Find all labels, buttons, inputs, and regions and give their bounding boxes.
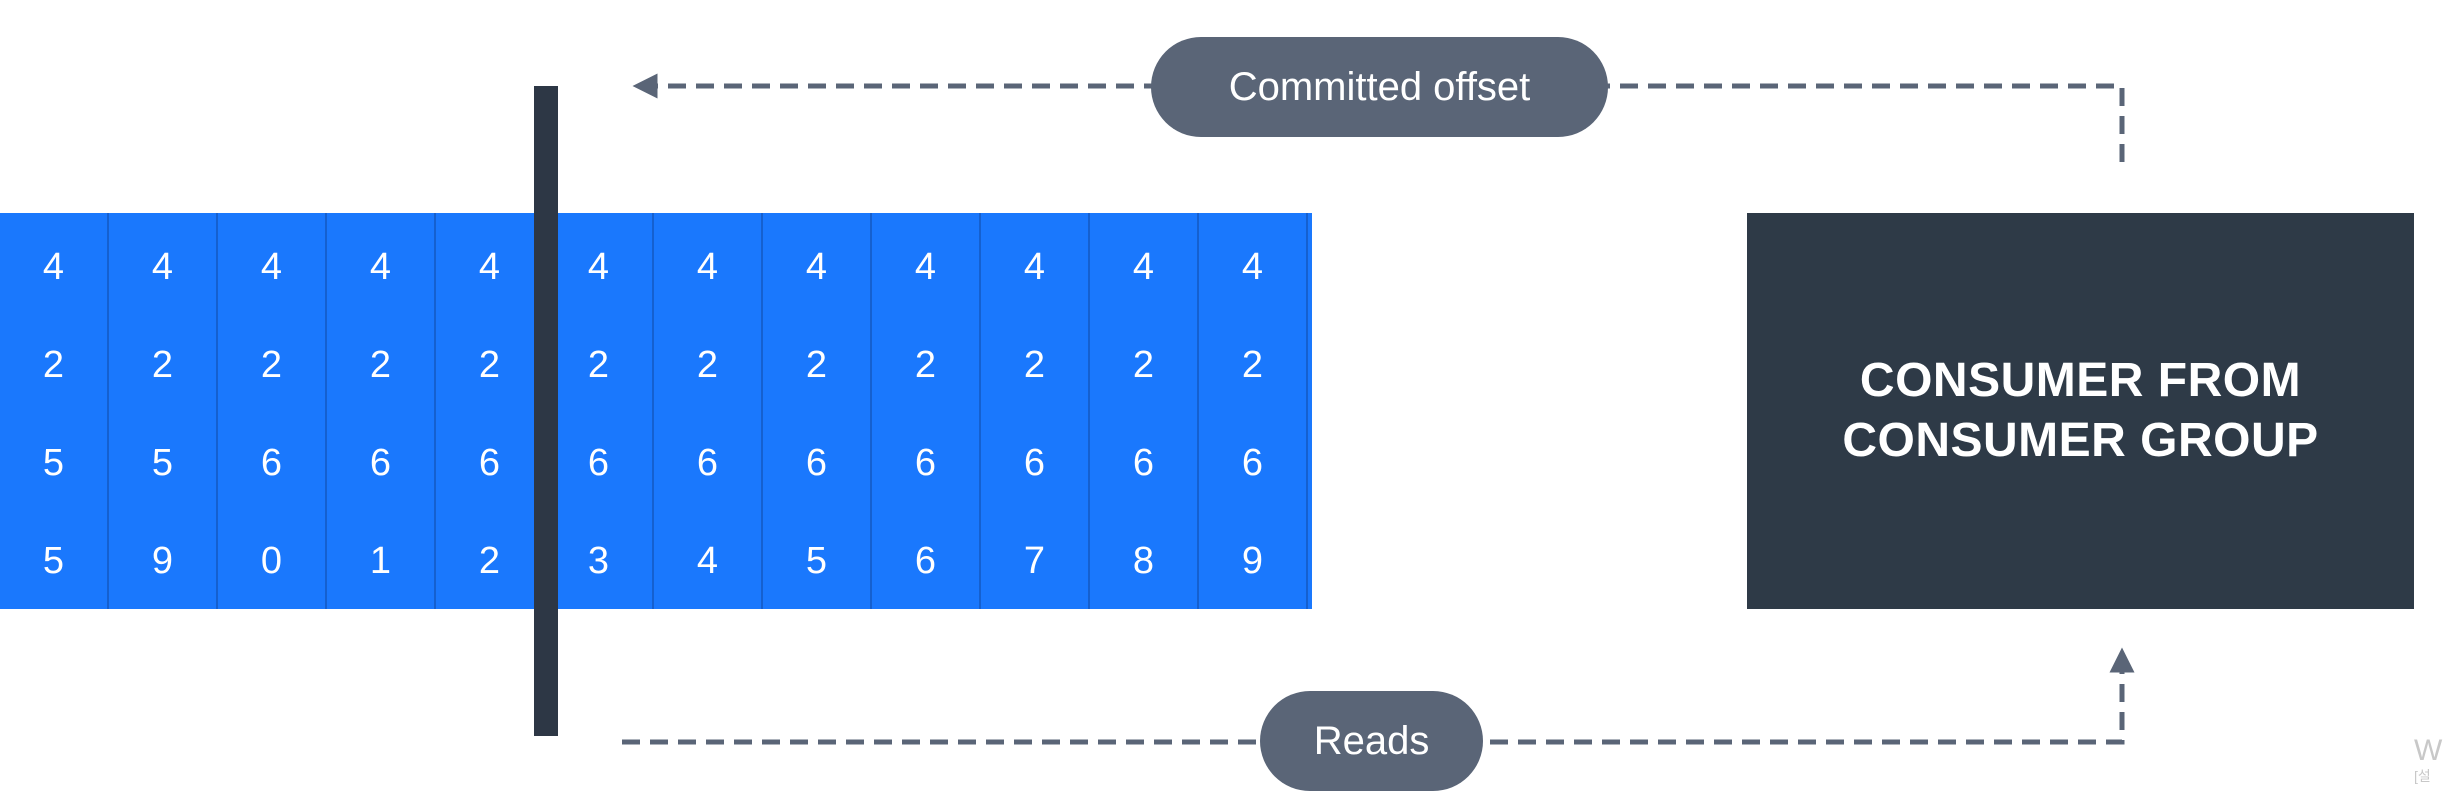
reads-label: Reads bbox=[1260, 691, 1483, 791]
offset-digit: 4 bbox=[1023, 246, 1046, 288]
offset-digit: 2 bbox=[587, 344, 610, 386]
offset-digit: 4 bbox=[805, 246, 828, 288]
offset-digit: 2 bbox=[42, 344, 65, 386]
offset-digit: 2 bbox=[696, 344, 719, 386]
offset-digit: 2 bbox=[151, 344, 174, 386]
offset-digit: 6 bbox=[914, 540, 937, 582]
offset-cell: 4 2 6 3 bbox=[545, 213, 654, 609]
partition-log: 4 2 5 5 4 2 5 9 4 2 6 0 4 2 6 1 4 2 6 2 4 2 6 3 4 2 6 4 4 2 6 5 4 2 6 6 4 2 6 7… bbox=[0, 213, 1312, 609]
offset-digit: 4 bbox=[478, 246, 501, 288]
offset-digit: 6 bbox=[1132, 442, 1155, 484]
offset-digit: 2 bbox=[369, 344, 392, 386]
offset-digit: 2 bbox=[478, 344, 501, 386]
watermark-sub: [설 bbox=[2414, 768, 2431, 784]
committed-offset-label: Committed offset bbox=[1151, 37, 1608, 137]
offset-digit: 5 bbox=[42, 540, 65, 582]
offset-digit: 9 bbox=[151, 540, 174, 582]
offset-digit: 4 bbox=[696, 246, 719, 288]
offset-cell: 4 2 6 7 bbox=[981, 213, 1090, 609]
offset-cell: 4 2 6 4 bbox=[654, 213, 763, 609]
offset-digit: 2 bbox=[260, 344, 283, 386]
offset-digit: 4 bbox=[260, 246, 283, 288]
offset-cell: 4 2 6 6 bbox=[872, 213, 981, 609]
watermark-main: W bbox=[2414, 734, 2443, 767]
committed-offset-marker bbox=[534, 86, 558, 736]
offset-digit: 2 bbox=[1132, 344, 1155, 386]
offset-digit: 2 bbox=[805, 344, 828, 386]
offset-digit: 4 bbox=[42, 246, 65, 288]
offset-digit: 6 bbox=[696, 442, 719, 484]
offset-digit: 4 bbox=[914, 246, 937, 288]
offset-digit: 6 bbox=[587, 442, 610, 484]
reads-arrow bbox=[622, 647, 2135, 745]
offset-digit: 1 bbox=[369, 540, 392, 582]
offset-digit: 4 bbox=[587, 246, 610, 288]
offset-digit: 5 bbox=[151, 442, 174, 484]
offset-digit: 6 bbox=[1241, 442, 1264, 484]
offset-digit: 0 bbox=[260, 540, 283, 582]
offset-digit: 2 bbox=[914, 344, 937, 386]
offset-digit: 6 bbox=[260, 442, 283, 484]
offset-cell: 4 2 5 9 bbox=[109, 213, 218, 609]
offset-digit: 6 bbox=[805, 442, 828, 484]
consumer-label: CONSUMER FROM CONSUMER GROUP bbox=[1842, 354, 2319, 467]
offset-digit: 5 bbox=[805, 540, 828, 582]
offset-digit: 6 bbox=[478, 442, 501, 484]
offset-digit: 6 bbox=[914, 442, 937, 484]
offset-digit: 7 bbox=[1023, 540, 1046, 582]
offset-digit: 2 bbox=[478, 540, 501, 582]
offset-digit: 3 bbox=[587, 540, 610, 582]
offset-digit: 9 bbox=[1241, 540, 1264, 582]
offset-cell: 4 2 6 0 bbox=[218, 213, 327, 609]
offset-digit: 4 bbox=[696, 540, 719, 582]
offset-digit: 4 bbox=[1241, 246, 1264, 288]
offset-cell: 4 2 6 2 bbox=[436, 213, 545, 609]
offset-digit: 2 bbox=[1241, 344, 1264, 386]
consumer-box: CONSUMER FROM CONSUMER GROUP bbox=[1747, 213, 2414, 609]
offset-digit: 4 bbox=[151, 246, 174, 288]
offset-digit: 5 bbox=[42, 442, 65, 484]
offset-digit: 6 bbox=[369, 442, 392, 484]
offset-cell: 4 2 6 8 bbox=[1090, 213, 1199, 609]
offset-digit: 2 bbox=[1023, 344, 1046, 386]
corner-watermark: W [설 bbox=[2414, 734, 2442, 784]
offset-digit: 4 bbox=[1132, 246, 1155, 288]
offset-cell: 4 2 6 5 bbox=[763, 213, 872, 609]
offset-cell: 4 2 6 1 bbox=[327, 213, 436, 609]
offset-cell: 4 2 5 5 bbox=[0, 213, 109, 609]
offset-cell: 4 2 6 9 bbox=[1199, 213, 1308, 609]
offset-digit: 8 bbox=[1132, 540, 1155, 582]
offset-digit: 6 bbox=[1023, 442, 1046, 484]
offset-digit: 4 bbox=[369, 246, 392, 288]
